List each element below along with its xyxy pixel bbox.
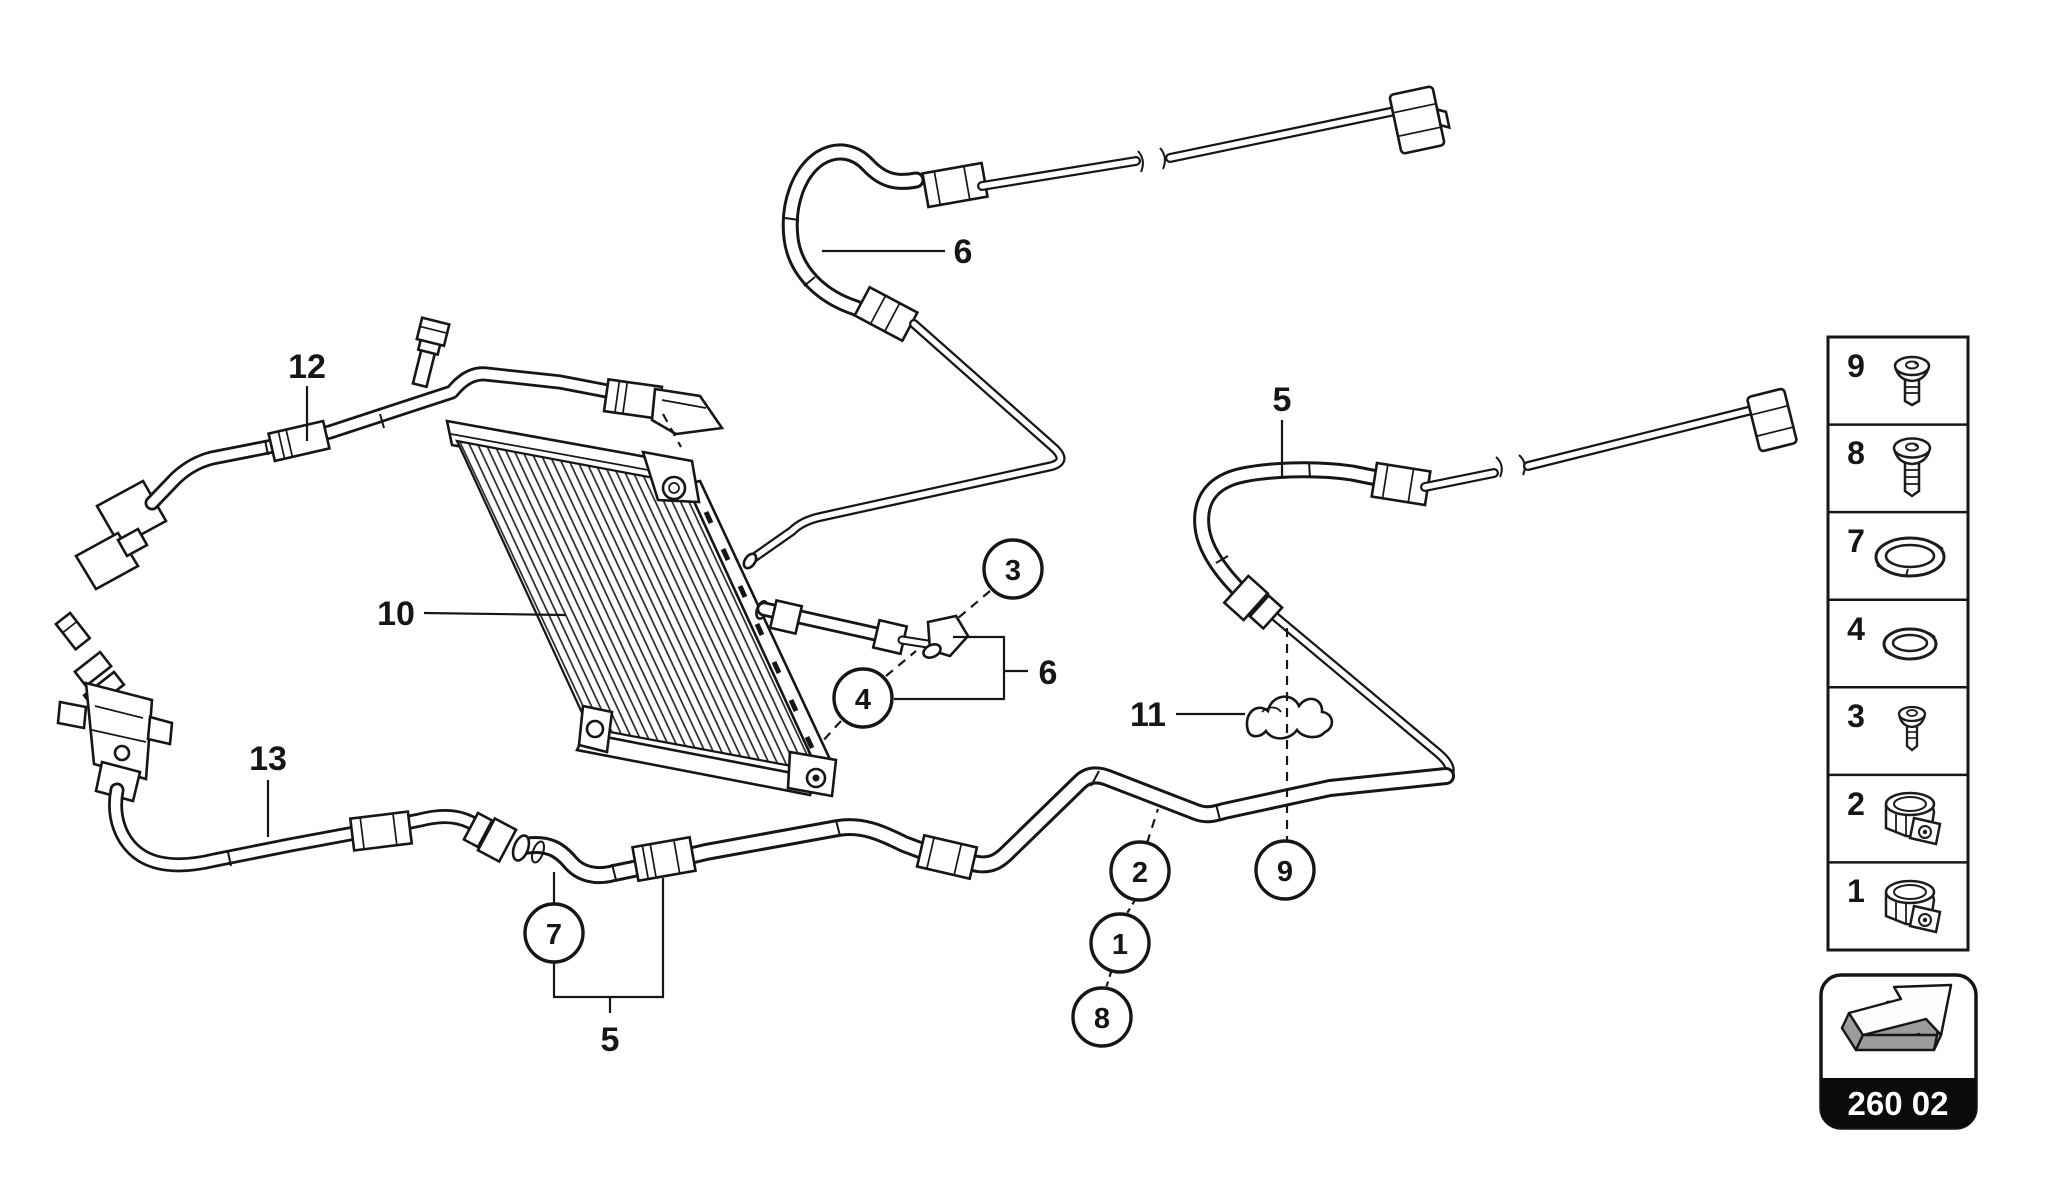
condenser-frame-slots [703, 510, 815, 750]
svg-text:1: 1 [1112, 929, 1128, 961]
legend-row-number: 9 [1847, 348, 1865, 384]
bracket-6 [894, 635, 1006, 701]
label-12: 12 [288, 348, 326, 386]
label-6-top: 6 [954, 233, 973, 271]
valve-top-stub [54, 611, 92, 652]
legend-row-number: 3 [1847, 698, 1865, 734]
screw-icon [1893, 355, 1931, 407]
legend-row-number: 8 [1847, 435, 1865, 471]
pipe-12-end-valve [650, 387, 725, 436]
clamp-icon [1884, 879, 1942, 934]
pipe-5-end-fitting [1746, 387, 1798, 453]
legend-table: 9 8 7 4 3 2 1 [1826, 335, 1970, 952]
pipe-5-lower-ferrule [1248, 593, 1284, 631]
legend-row-number: 4 [1847, 611, 1865, 647]
leader-2 [1145, 808, 1160, 844]
o-ring-icon [1874, 536, 1946, 578]
label-5-bottom: 5 [601, 1021, 620, 1059]
legend-row-number: 2 [1847, 786, 1865, 822]
callout-circle-7: 7 [523, 902, 585, 964]
o-ring-7-position [530, 840, 546, 864]
condenser-assembly [445, 419, 838, 798]
pipe-13-coupling [348, 810, 414, 852]
label-13: 13 [249, 740, 287, 778]
leader-4-up [885, 650, 917, 677]
pipe-13-assembly [54, 611, 518, 873]
svg-text:7: 7 [546, 919, 562, 951]
callout-circle-1: 1 [1089, 912, 1151, 974]
pipe-6-coupling [920, 161, 990, 209]
pipe-12-assembly [74, 316, 725, 591]
pipe-6-assembly [742, 85, 1451, 570]
callout-circle-8: 8 [1071, 986, 1133, 1048]
svg-text:9: 9 [1277, 856, 1293, 888]
lower-pipe-coupling [630, 835, 698, 883]
fitting-6-subassembly [755, 598, 970, 659]
callout-circle-9: 9 [1254, 839, 1316, 901]
label-10: 10 [377, 595, 415, 633]
legend-row-dividers [1828, 423, 1968, 864]
label-5-top: 5 [1273, 381, 1292, 419]
label-6-mid: 6 [1039, 654, 1058, 692]
section-code: 260 02 [1848, 1085, 1949, 1122]
pipe-12-charge-valve [411, 316, 451, 389]
callout-circle-3: 3 [982, 538, 1044, 600]
clamp-icon [1884, 791, 1942, 846]
arrow-up-right-3d-icon [1840, 983, 1953, 1052]
svg-text:3: 3 [1005, 555, 1021, 587]
code-band [1821, 1078, 1976, 1128]
label-11: 11 [1130, 696, 1166, 734]
valve-to-bracket-dash [662, 413, 682, 448]
bracket-5 [552, 878, 665, 999]
pipe-12-coupling [267, 419, 331, 463]
lower-pipe-end-cap [511, 834, 531, 862]
section-code-box: 260 02 [1819, 973, 1978, 1130]
lower-pipe-assembly [511, 766, 1455, 885]
callout-circle-4: 4 [832, 667, 894, 729]
pipe-6-end-fitting [1388, 85, 1451, 155]
svg-text:4: 4 [855, 684, 871, 716]
callout-circle-2: 2 [1109, 840, 1171, 902]
leader-4-down [819, 720, 842, 745]
dashed-leaders [819, 590, 1289, 989]
svg-text:2: 2 [1132, 857, 1148, 889]
pipe-13-end-ferrule [476, 816, 518, 864]
o-ring-icon [1882, 627, 1938, 661]
pipe-open-end [742, 552, 758, 570]
screw-icon [1897, 705, 1927, 752]
legend-row-number: 7 [1847, 523, 1865, 559]
screw-icon [1892, 437, 1932, 498]
svg-text:8: 8 [1094, 1003, 1110, 1035]
pipe-break-mark [1137, 150, 1144, 173]
lower-pipe-coupling-2 [915, 833, 979, 881]
leader-lines [266, 249, 1284, 1013]
legend-row-number: 1 [1847, 873, 1865, 909]
pipe-break-mark [1495, 456, 1503, 478]
leader-3 [956, 590, 991, 620]
